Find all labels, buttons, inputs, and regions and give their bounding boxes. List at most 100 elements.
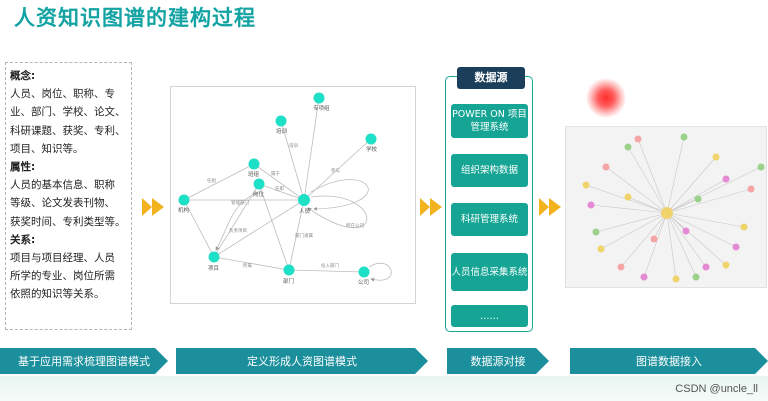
schema-edge bbox=[288, 269, 365, 274]
schema-node bbox=[248, 158, 260, 170]
concept-heading: 概念: bbox=[10, 70, 36, 82]
graph-node bbox=[617, 263, 625, 271]
graph-node bbox=[672, 275, 680, 283]
schema-edge-label: 任组 bbox=[207, 177, 216, 184]
concept-line: 科研课题、获奖、专利、 bbox=[10, 124, 126, 137]
schema-edge bbox=[213, 256, 290, 272]
schema-node bbox=[208, 251, 220, 263]
schema-node-label: 学校 bbox=[366, 145, 378, 153]
stage-4: 图谱数据接入 bbox=[570, 348, 768, 374]
schema-node bbox=[365, 133, 377, 145]
graph-node bbox=[740, 223, 748, 231]
graph-node bbox=[640, 273, 648, 281]
stage-3: 数据源对接 bbox=[447, 348, 549, 374]
graph-node bbox=[680, 133, 688, 141]
attribute-line: 等级、论文发表刊物、 bbox=[10, 197, 115, 210]
attribute-line: 人员的基本信息、职称 bbox=[10, 179, 115, 192]
graph-data-view bbox=[582, 133, 765, 283]
schema-edge bbox=[213, 199, 305, 258]
relation-heading: 关系: bbox=[10, 233, 36, 246]
graph-node bbox=[747, 185, 755, 193]
schema-node bbox=[298, 194, 310, 206]
graph-node bbox=[634, 135, 642, 143]
schema-node bbox=[275, 115, 287, 127]
graph-node bbox=[650, 235, 658, 243]
attribute-heading: 属性: bbox=[10, 161, 36, 174]
schema-edge bbox=[287, 199, 305, 271]
schema-edge bbox=[310, 179, 369, 211]
schema-edge bbox=[215, 190, 262, 251]
flow-arrow-1 bbox=[142, 198, 164, 216]
schema-edge bbox=[253, 163, 305, 201]
schema-node bbox=[178, 194, 190, 206]
graph-edge bbox=[585, 136, 762, 280]
schema-node bbox=[253, 178, 265, 190]
schema-edge-label: 管理部门 bbox=[231, 199, 249, 206]
graph-node bbox=[722, 175, 730, 183]
schema-node-label: 培训 bbox=[276, 127, 288, 135]
schema-node-label: 人员 bbox=[299, 208, 311, 215]
schema-edge-label: 所属 bbox=[243, 262, 252, 269]
datasource-item: 科研管理系统 bbox=[451, 203, 528, 236]
schema-edge bbox=[258, 183, 290, 271]
schema-graph-panel: 专项组 培训 学校 班组 岗位 机构 人员 项目 部门 公司 任组 培训 参与 … bbox=[170, 86, 416, 304]
schema-edge bbox=[303, 97, 321, 201]
schema-edge bbox=[258, 183, 305, 201]
schema-node-label: 岗位 bbox=[253, 190, 265, 198]
graph-node bbox=[757, 163, 765, 171]
schema-edge-label: 所在公司 bbox=[346, 222, 364, 229]
page-title: 人资知识图谱的建构过程 bbox=[14, 6, 256, 30]
schema-graph: 专项组 培训 学校 班组 岗位 机构 人员 项目 部门 公司 任组 培训 参与 … bbox=[178, 92, 392, 286]
schema-edge-label: 属于 bbox=[271, 171, 280, 177]
concept-line: 项目、知识等。 bbox=[10, 142, 84, 155]
graph-node bbox=[597, 245, 605, 253]
datasource-header: 数据源 bbox=[457, 67, 525, 89]
schema-node-label: 项目 bbox=[208, 265, 219, 272]
schema-edge bbox=[307, 195, 368, 229]
schema-edge-label: 负责项目 bbox=[229, 227, 247, 234]
schema-edge bbox=[368, 262, 392, 282]
schema-edge bbox=[279, 120, 305, 201]
relation-line: 依照的知识等关系。 bbox=[10, 288, 105, 301]
schema-node bbox=[358, 266, 370, 278]
datasource-item: POWER ON 项目管理系统 bbox=[451, 104, 528, 138]
schema-edge-label: 任职 bbox=[275, 185, 284, 192]
relation-line: 所学的专业、岗位所需 bbox=[10, 270, 115, 283]
stage-1: 基于应用需求梳理图谱模式 bbox=[0, 348, 168, 374]
schema-edge-label: 部门隶属 bbox=[295, 232, 313, 239]
graph-node bbox=[732, 243, 740, 251]
bottom-band bbox=[0, 376, 768, 401]
graph-node bbox=[694, 195, 702, 203]
concept-line: 人员、岗位、职称、专 bbox=[10, 88, 115, 101]
glow-dot-icon bbox=[586, 78, 626, 118]
graph-node bbox=[624, 193, 632, 201]
graph-node bbox=[702, 263, 710, 271]
graph-node bbox=[624, 143, 632, 151]
graph-center-node bbox=[661, 207, 673, 219]
schema-edge bbox=[213, 183, 260, 258]
datasource-item: …… bbox=[451, 305, 528, 327]
credit-text: CSDN @uncle_ll bbox=[675, 383, 758, 395]
graph-node bbox=[722, 261, 730, 269]
datasource-item: 人员信息采集系统 bbox=[451, 253, 528, 291]
concept-line: 业、部门、学校、论文、 bbox=[10, 106, 126, 119]
graph-node bbox=[682, 227, 690, 235]
schema-edge bbox=[183, 199, 215, 258]
schema-node-label: 公司 bbox=[358, 279, 369, 286]
schema-edge-label: 投入部门 bbox=[321, 262, 339, 269]
relation-line: 项目与项目经理、人员 bbox=[10, 252, 115, 265]
attribute-line: 获奖时间、专利类型等。 bbox=[10, 215, 126, 228]
schema-node bbox=[313, 92, 325, 104]
graph-node bbox=[587, 201, 595, 209]
schema-node-label: 专项组 bbox=[313, 104, 330, 112]
flow-arrow-3 bbox=[539, 198, 561, 216]
schema-edge-label: 参与 bbox=[331, 167, 340, 174]
schema-node-label: 部门 bbox=[283, 277, 294, 285]
concept-box: 概念: 人员、岗位、职称、专 业、部门、学校、论文、 科研课题、获奖、专利、 项… bbox=[5, 62, 132, 330]
schema-edge bbox=[183, 163, 255, 201]
datasource-item: 组织架构数据 bbox=[451, 154, 528, 187]
graph-node bbox=[582, 181, 590, 189]
stage-2: 定义形成人资图谱模式 bbox=[176, 348, 428, 374]
schema-node-label: 班组 bbox=[248, 170, 260, 178]
graph-node bbox=[712, 153, 720, 161]
